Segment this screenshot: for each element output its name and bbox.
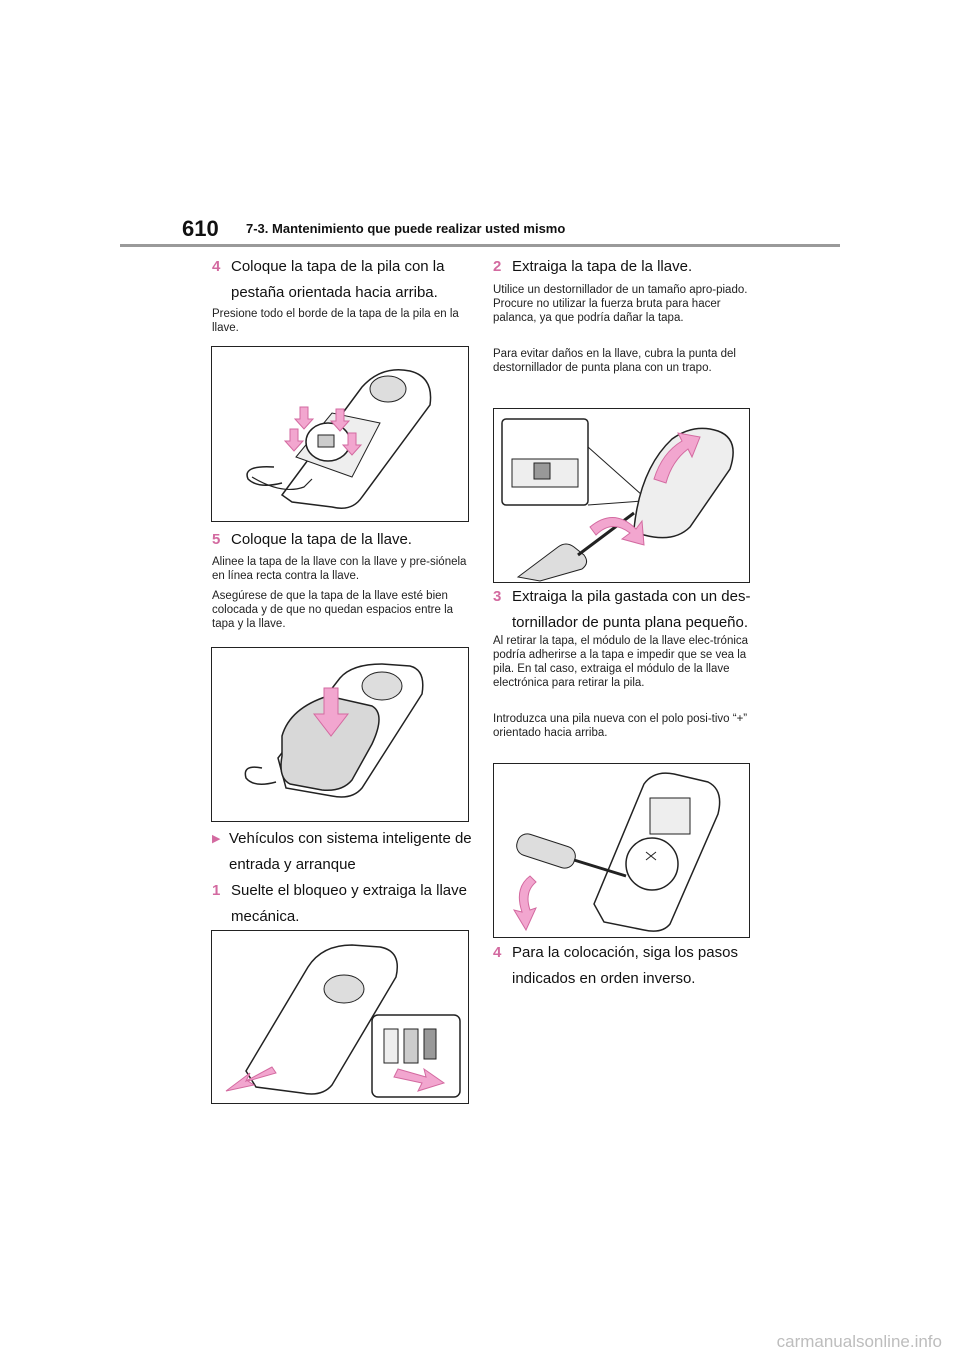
step-2-remove-cover: 2 Extraiga la tapa de la llave. <box>493 254 753 280</box>
step-number: 4 <box>493 944 502 961</box>
page-number: 610 <box>182 216 219 241</box>
figure-release-lock <box>211 930 469 1104</box>
step-text: Coloque la tapa de la llave. <box>231 531 412 548</box>
step-number: 2 <box>493 258 502 275</box>
step-text: Coloque la tapa de la pila con la pestañ… <box>231 258 445 301</box>
figure-battery-removal <box>493 763 750 938</box>
step-4-reverse: 4 Para la colocación, siga los pasos ind… <box>493 940 753 992</box>
step-text: Para la colocación, siga los pasos indic… <box>512 944 738 987</box>
step-3-note-2: Introduzca una pila nueva con el polo po… <box>493 713 748 739</box>
step-2-note-2: Para evitar daños en la llave, cubra la … <box>493 348 736 374</box>
step-4-cover: 4 Coloque la tapa de la pila con la pest… <box>212 254 472 306</box>
step-5-cover: 5 Coloque la tapa de la llave. <box>212 527 472 553</box>
step-5-note-1: Alinee la tapa de la llave con la llave … <box>212 556 467 582</box>
bullet-smart-entry: ▶ Vehículos con sistema inteligente de e… <box>212 826 474 878</box>
bullet-text: Vehículos con sistema inteligente de ent… <box>229 830 472 873</box>
header-rule <box>120 244 840 247</box>
triangle-bullet-icon: ▶ <box>212 833 221 845</box>
step-number: 4 <box>212 258 221 275</box>
step-text: Suelte el bloqueo y extraiga la llave me… <box>231 882 467 925</box>
step-number: 3 <box>493 588 502 605</box>
step-5-note-2: Asegúrese de que la tapa de la llave est… <box>212 590 454 630</box>
step-3-note-1: Al retirar la tapa, el módulo de la llav… <box>493 635 749 689</box>
step-number: 1 <box>212 882 221 899</box>
figure-pry-cover <box>493 408 750 583</box>
section-title: 7-3. Mantenimiento que puede realizar us… <box>246 221 566 236</box>
step-number: 5 <box>212 531 221 548</box>
figure-key-cover <box>211 647 469 822</box>
step-2-note-1: Utilice un destornillador de un tamaño a… <box>493 284 748 324</box>
step-3-remove-battery: 3 Extraiga la pila gastada con un des-to… <box>493 584 755 636</box>
step-4-note: Presione todo el borde de la tapa de la … <box>212 308 459 334</box>
figure-battery-cover <box>211 346 469 522</box>
step-text: Extraiga la tapa de la llave. <box>512 258 693 275</box>
step-text: Extraiga la pila gastada con un des-torn… <box>512 588 751 631</box>
step-1-mechanical-key: 1 Suelte el bloqueo y extraiga la llave … <box>212 878 472 930</box>
watermark: carmanualsonline.info <box>776 1332 942 1351</box>
